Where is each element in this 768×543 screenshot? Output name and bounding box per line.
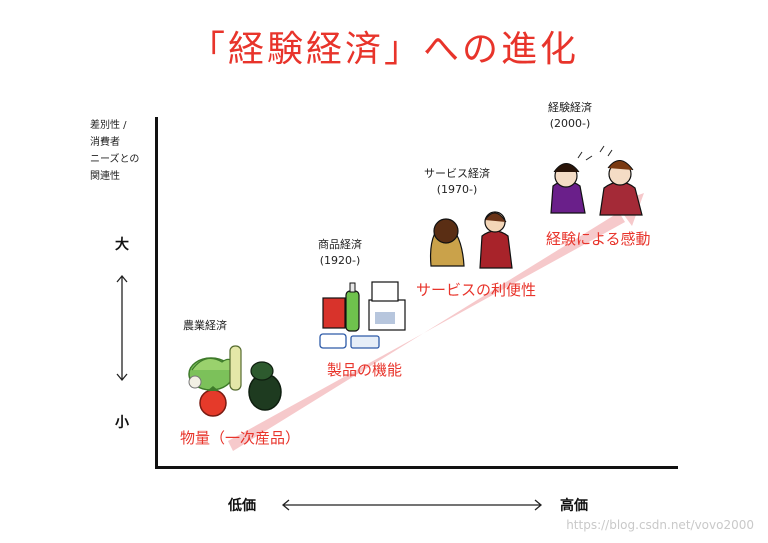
watermark: https://blog.csdn.net/vovo2000 <box>566 518 754 532</box>
horizontal-double-arrow <box>283 500 541 510</box>
y-axis-label: 差別性 / 消費者 ニーズとの 関連性 <box>90 117 139 185</box>
stage-experience-value: 経験による感動 <box>546 228 651 249</box>
stage-commodity-value: 製品の機能 <box>327 359 402 380</box>
stage-commodity: 商品経済 (1920-) <box>318 237 362 269</box>
y-axis-low-label: 小 <box>115 412 129 432</box>
y-axis-label-line: 消費者 <box>90 134 139 151</box>
stage-service-value: サービスの利便性 <box>416 279 536 300</box>
x-axis-low-label: 低価 <box>228 495 256 515</box>
y-axis-label-line: ニーズとの <box>90 151 139 168</box>
service-people-illustration <box>431 212 512 268</box>
y-axis <box>155 117 158 469</box>
stage-experience-year: (2000-) <box>548 116 592 132</box>
y-axis-label-line: 関連性 <box>90 168 139 185</box>
stage-service: サービス経済 (1970-) <box>424 166 490 198</box>
experience-people-illustration <box>551 146 642 215</box>
stage-experience: 経験経済 (2000-) <box>548 100 592 132</box>
stage-commodity-label: 商品経済 <box>318 237 362 253</box>
stage-service-label: サービス経済 <box>424 166 490 182</box>
y-axis-label-line: 差別性 / <box>90 117 139 134</box>
stage-experience-label: 経験経済 <box>548 100 592 116</box>
x-axis-high-label: 高価 <box>560 495 588 515</box>
stage-commodity-year: (1920-) <box>318 253 362 269</box>
x-axis <box>155 466 678 469</box>
products-illustration <box>320 282 405 348</box>
stage-agriculture-label: 農業経済 <box>183 318 227 334</box>
vertical-double-arrow <box>117 276 127 380</box>
stage-agriculture-value: 物量（一次産品） <box>180 427 300 448</box>
vegetables-illustration <box>189 346 281 416</box>
stage-service-year: (1970-) <box>424 182 490 198</box>
y-axis-high-label: 大 <box>115 234 129 254</box>
